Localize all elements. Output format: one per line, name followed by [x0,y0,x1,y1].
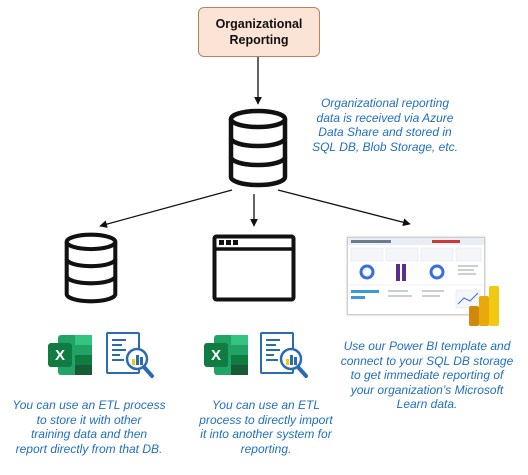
caption-line: to get immediate reporting of [350,368,504,383]
caption-line: data is received via Azure [316,110,454,125]
caption-line: You can use an ETL [211,398,321,412]
caption-line: connect to your SQL DB storage [340,353,514,368]
caption-line: Organizational reporting [320,96,450,110]
power-bi-icon [469,286,499,326]
caption-etl-database: You can use an ETL process to store it w… [8,398,170,456]
power-bi-report-preview [347,237,485,315]
caption-line: Learn data. [396,397,458,412]
caption-line: Use our Power BI template and [343,339,511,353]
excel-icon: X [204,335,248,375]
application-window-icon [212,234,296,302]
svg-text:X: X [55,347,65,364]
caption-etl-system: You can use an ETL process to directly i… [186,398,346,456]
box-title-line1: Organizational [215,17,303,31]
caption-line: Data Share and stored in [318,125,452,140]
excel-icon: X [48,335,92,375]
arrow-to-power-bi [277,189,411,227]
svg-text:X: X [211,347,221,364]
caption-line: training data and then [30,427,148,442]
caption-line: reporting. [240,441,292,456]
box-title-line2: Reporting [229,33,289,47]
caption-line: You can use an ETL process [12,398,166,412]
caption-line: process to directly import [199,412,333,427]
caption-line: it into another system for [200,427,332,442]
caption-line: SQL DB, Blob Storage, etc. [312,139,458,154]
caption-line: to store it with other [36,412,142,427]
arrow-to-etl-db [99,189,233,228]
caption-line: report directly from that DB. [15,441,163,456]
caption-power-bi: Use our Power BI template and connect to… [336,339,518,412]
organizational-reporting-box: Organizational Reporting [198,7,320,57]
database-icon [228,108,288,188]
report-analysis-icon [106,332,154,378]
report-analysis-icon [260,332,308,378]
caption-line: your organization’s Microsoft [350,382,504,397]
report-dashboard-image [348,238,484,309]
database-icon [64,232,118,304]
caption-storage: Organizational reporting data is receive… [300,96,470,154]
